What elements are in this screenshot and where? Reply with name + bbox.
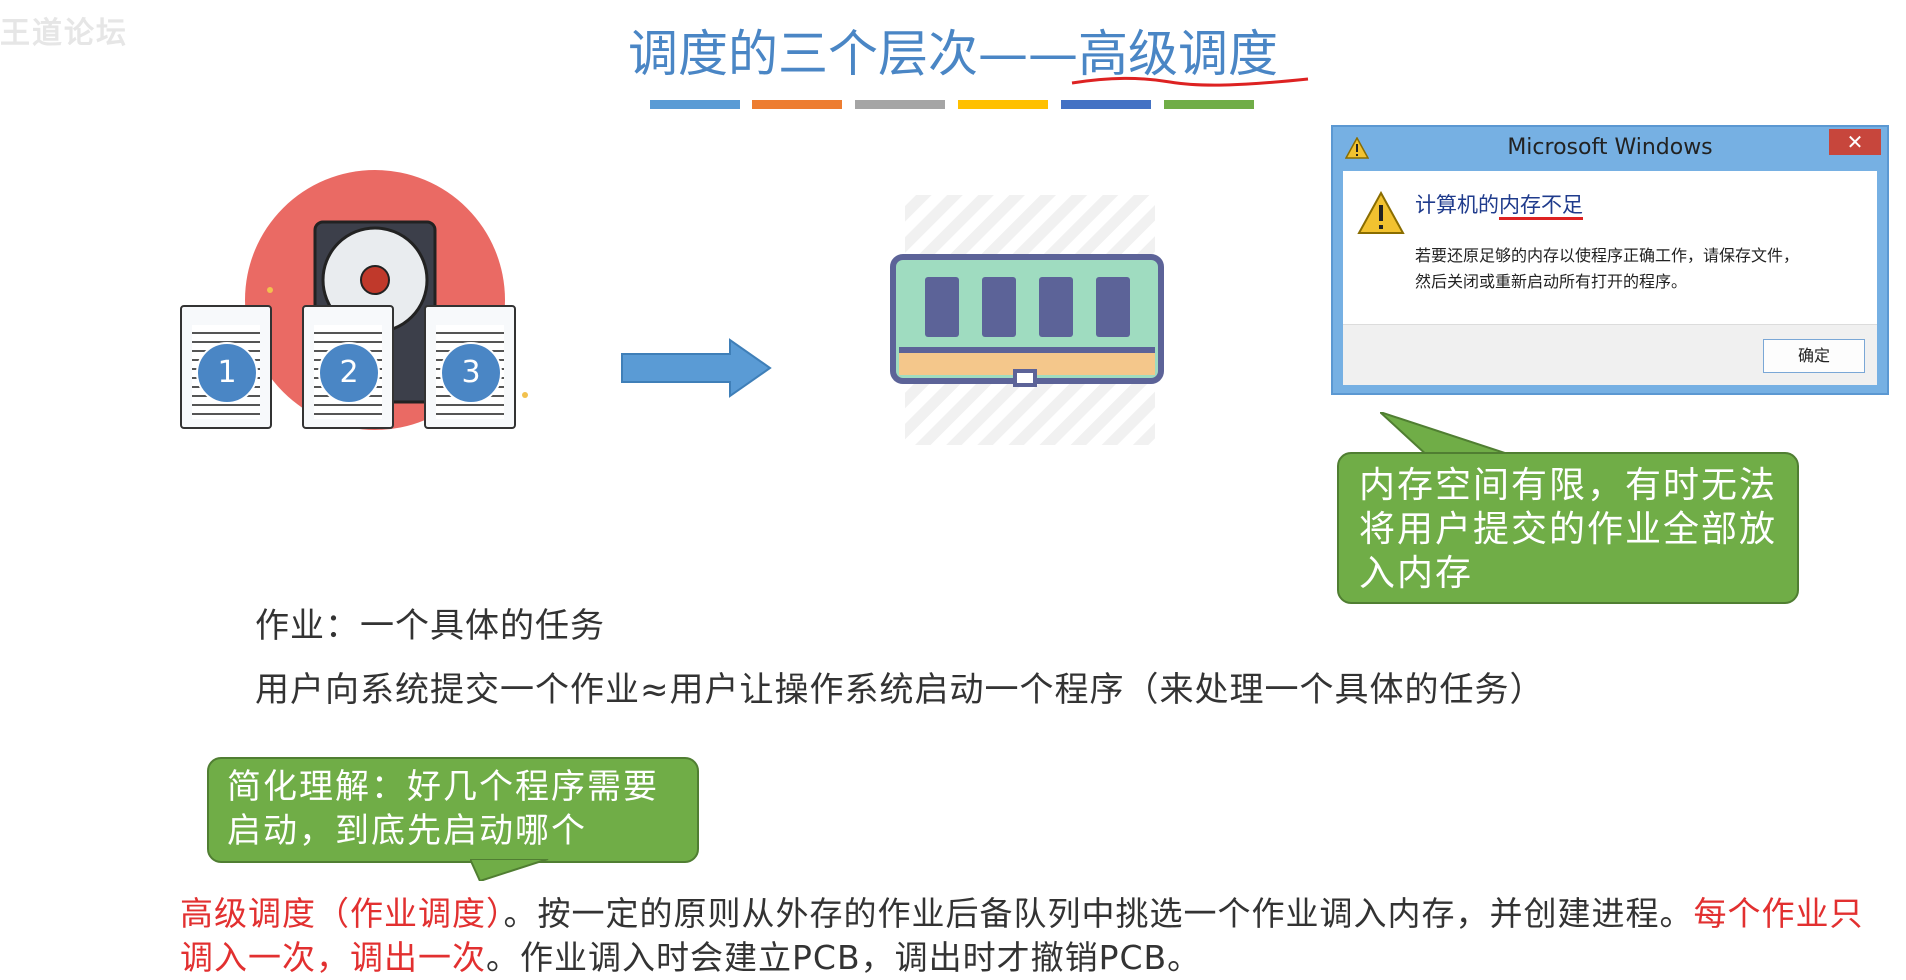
accent-bar — [752, 100, 842, 109]
dialog-message-line: 若要还原足够的内存以使程序正确工作，请保存文件， — [1415, 246, 1800, 265]
low-memory-dialog: Microsoft Windows ✕ 计算机的内存不足 若要还原足够的内存以使… — [1331, 125, 1889, 395]
accent-bar — [1164, 100, 1254, 109]
warning-icon — [1357, 191, 1405, 234]
dialog-message: 若要还原足够的内存以使程序正确工作，请保存文件， 然后关闭或重新启动所有打开的程… — [1415, 243, 1865, 295]
summary-text: 。按一定的原则从外存的作业后备队列中挑选一个作业调入内存，并创建进程。 — [503, 894, 1694, 933]
job-illustration: 1 2 3 — [160, 170, 540, 470]
submit-definition: 用户向系统提交一个作业≈用户让操作系统启动一个程序（来处理一个具体的任务） — [255, 670, 1545, 710]
job-document: 3 — [424, 305, 516, 429]
dialog-footer: 确定 — [1343, 324, 1877, 385]
memory-limit-callout: 内存空间有限，有时无法将用户提交的作业全部放入内存 — [1337, 452, 1799, 604]
watermark: 王道论坛 — [0, 16, 128, 51]
simplified-callout: 简化理解：好几个程序需要启动，到底先启动哪个 — [207, 757, 699, 863]
dialog-heading: 计算机的内存不足 — [1415, 189, 1583, 220]
title-red-underline — [1071, 76, 1309, 87]
high-level-scheduling-summary: 高级调度（作业调度）。按一定的原则从外存的作业后备队列中挑选一个作业调入内存，并… — [180, 892, 1880, 980]
summary-text: 。作业调入时会建立PCB，调出时才撤销PCB。 — [486, 938, 1202, 977]
slide-title: 调度的三个层次——高级调度 — [0, 14, 1906, 86]
right-arrow-icon — [621, 338, 772, 398]
job-document: 2 — [302, 305, 394, 429]
memory-module-icon — [890, 195, 1164, 445]
dialog-titlebar: Microsoft Windows ✕ — [1333, 127, 1887, 169]
title-emphasis: 高级调度 — [1078, 25, 1278, 83]
dialog-heading-emphasis: 内存不足 — [1499, 193, 1583, 220]
job-definition: 作业：一个具体的任务 — [255, 606, 605, 646]
warning-icon — [1345, 137, 1369, 159]
summary-term: 高级调度（作业调度） — [180, 894, 504, 933]
dialog-heading-prefix: 计算机的 — [1415, 193, 1499, 217]
callout-tail — [1380, 412, 1521, 458]
title-prefix: 调度的三个层次—— — [628, 25, 1078, 83]
job-document: 1 — [180, 305, 272, 429]
job-number-badge: 1 — [196, 342, 258, 404]
dialog-close-button[interactable]: ✕ — [1829, 129, 1881, 155]
dialog-body: 计算机的内存不足 若要还原足够的内存以使程序正确工作，请保存文件， 然后关闭或重… — [1343, 171, 1877, 385]
dialog-message-line: 然后关闭或重新启动所有打开的程序。 — [1415, 272, 1688, 291]
ok-button[interactable]: 确定 — [1763, 339, 1865, 373]
job-number-badge: 2 — [318, 342, 380, 404]
accent-bar — [958, 100, 1048, 109]
job-number-badge: 3 — [440, 342, 502, 404]
accent-bar — [650, 100, 740, 109]
callout-tail — [470, 859, 549, 881]
accent-bar — [855, 100, 945, 109]
dialog-title: Microsoft Windows — [1507, 135, 1713, 160]
accent-bar — [1061, 100, 1151, 109]
